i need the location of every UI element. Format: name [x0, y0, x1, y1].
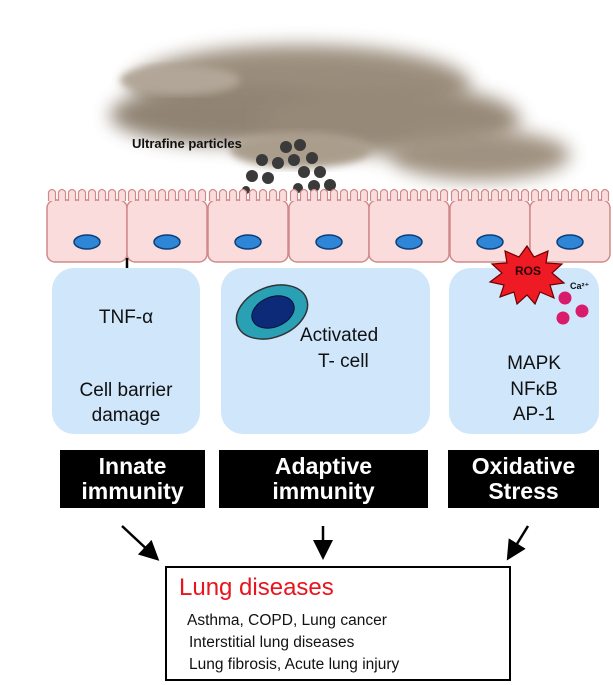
cell-nucleus [395, 234, 423, 250]
epithelial-layer [46, 188, 611, 263]
cell-nucleus [315, 234, 343, 250]
lung-diseases-title: Lung diseases [179, 574, 334, 601]
innate-panel [52, 268, 200, 434]
adaptive-label-line2: immunity [272, 478, 375, 504]
activated-text: Activated [300, 325, 379, 346]
cell-nucleus [476, 234, 504, 250]
ultrafine-particles [242, 139, 336, 194]
calcium-text: Ca²⁺ [570, 281, 590, 291]
particles-label: Ultrafine particles [132, 136, 242, 151]
cell-nucleus [234, 234, 262, 250]
epithelial-cell [368, 188, 450, 263]
disease-item: Asthma, COPD, Lung cancer [187, 612, 387, 629]
epithelial-cell [46, 188, 128, 263]
innate-label-line2: immunity [81, 478, 184, 504]
oxidative-label-line1: Oxidative [471, 453, 576, 479]
cell-nucleus [556, 234, 584, 250]
cell-nucleus [73, 234, 101, 250]
epithelial-cell [529, 188, 611, 263]
tnf-alpha-text: TNF-α [98, 307, 154, 328]
cell-barrier-text: Cell barrier [79, 380, 173, 401]
ros-text: ROS [514, 264, 541, 278]
smoke-cloud [110, 45, 570, 180]
cell-nucleus [153, 234, 181, 250]
epithelial-cell [288, 188, 370, 263]
t-cell-text: T- cell [318, 351, 369, 372]
innate-label-line1: Innate [98, 453, 167, 479]
epithelial-cell [207, 188, 289, 263]
oxidative-label-line2: Stress [488, 478, 559, 504]
arrow-oxidative-to-disease [506, 525, 530, 561]
nfkb-text: NFκB [510, 379, 558, 400]
epithelial-cell [126, 188, 208, 263]
disease-item: Lung fibrosis, Acute lung injury [189, 656, 400, 673]
adaptive-label-line1: Adaptive [274, 453, 373, 479]
arrow-innate-to-disease [121, 525, 160, 561]
mapk-text: MAPK [507, 353, 561, 374]
epithelial-cell [449, 188, 531, 263]
lung-diseases-box: Lung diseases Asthma, COPD, Lung cancer … [165, 566, 511, 681]
disease-item: Interstitial lung diseases [189, 634, 355, 651]
damage-text: damage [91, 405, 161, 426]
ap1-text: AP-1 [512, 404, 556, 425]
